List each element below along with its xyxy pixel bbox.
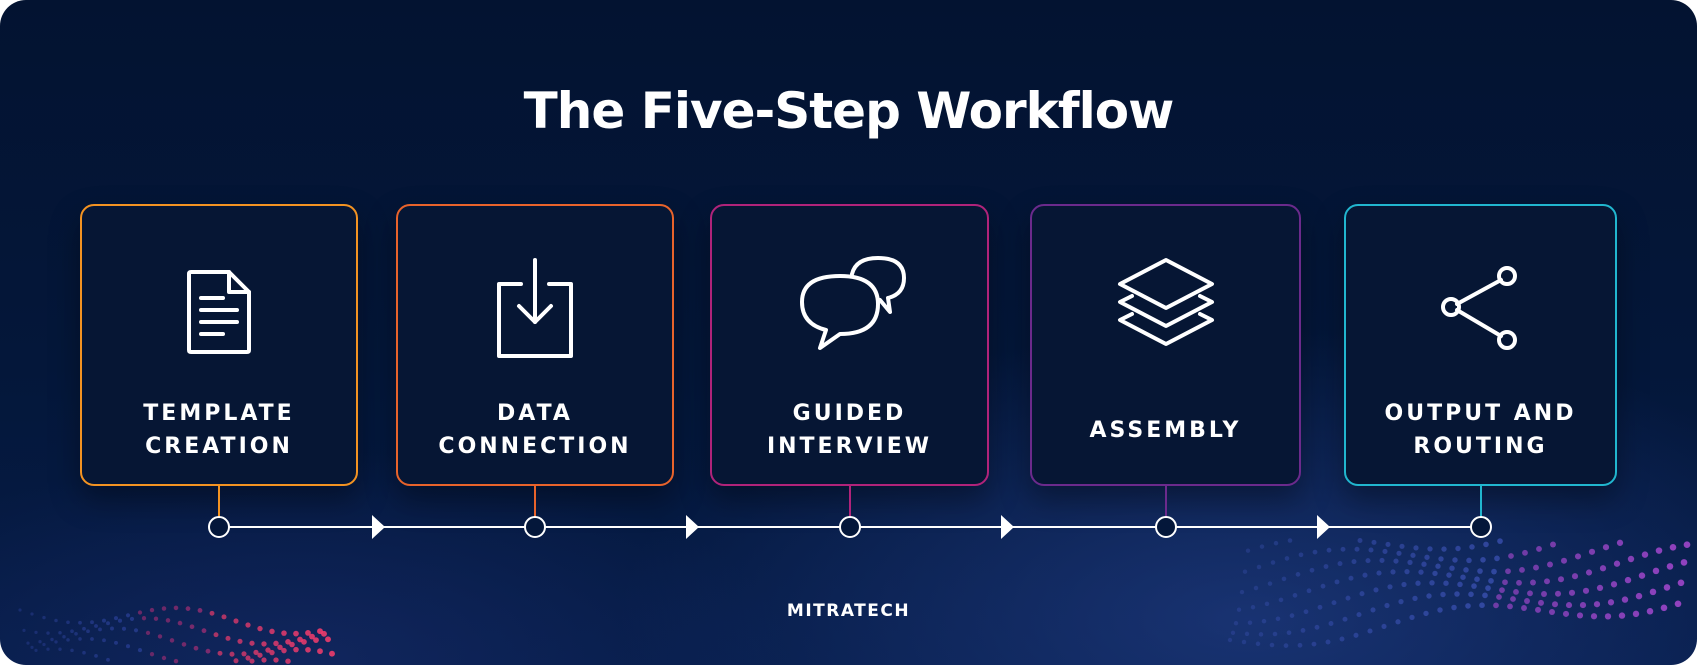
chat-bubbles-icon — [790, 254, 910, 364]
document-icon — [159, 254, 279, 364]
step-card-assembly: ASSEMBLY — [1030, 204, 1301, 486]
step-label: TEMPLATE CREATION — [143, 401, 295, 459]
mitratech-logo: MITRATECH — [786, 601, 911, 621]
step-card-template-creation: TEMPLATE CREATION — [80, 204, 358, 486]
step-card-guided-interview: GUIDED INTERVIEW — [710, 204, 989, 486]
layers-icon — [1106, 254, 1226, 364]
step-label: OUTPUT AND ROUTING — [1384, 401, 1577, 459]
step-card-data-connection: DATA CONNECTION — [396, 204, 674, 486]
share-icon — [1421, 254, 1541, 364]
step-label: ASSEMBLY — [1089, 417, 1242, 443]
page-title: The Five-Step Workflow — [523, 82, 1175, 140]
step-label: DATA CONNECTION — [438, 401, 632, 459]
download-icon — [475, 254, 595, 364]
step-label: GUIDED INTERVIEW — [766, 401, 933, 459]
step-card-output-and-routing: OUTPUT AND ROUTING — [1344, 204, 1617, 486]
